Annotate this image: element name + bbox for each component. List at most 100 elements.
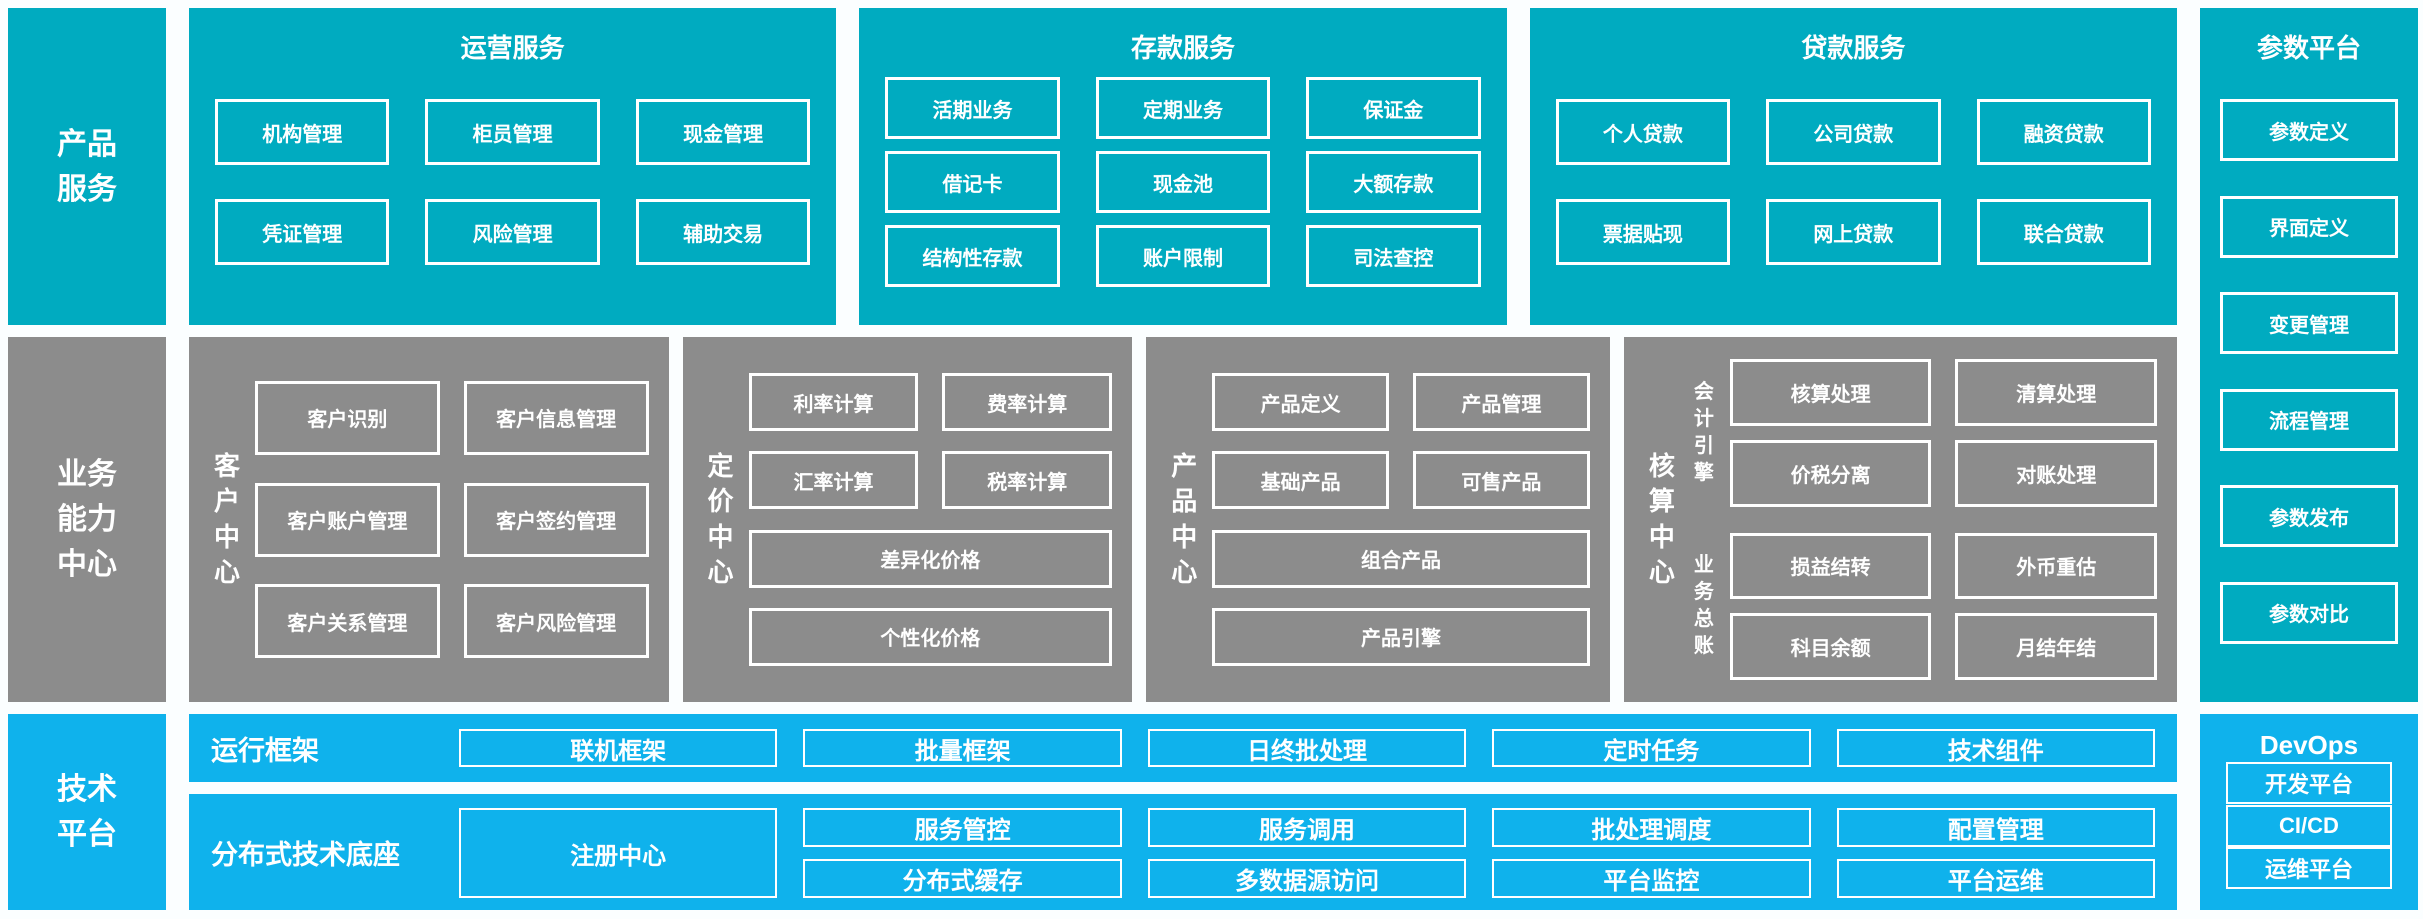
block-vertical-label: 核算中心 [1644,353,1680,686]
diagram-box: 活期业务 [885,77,1060,139]
box-row: 客户识别 客户信息管理 [255,380,649,455]
box-row: 凭证管理 风险管理 辅助交易 [215,199,811,265]
diagram-box: 大额存款 [1306,151,1481,213]
diagram-box: 网上贷款 [1766,199,1941,265]
group-label-text: 会计引擎 [1693,380,1714,484]
diagram-box: 参数发布 [2220,485,2398,548]
box-row: 机构管理 柜员管理 现金管理 [215,99,811,165]
box-row: 基础产品 可售产品 [1212,451,1590,510]
block-vertical-label: 产品中心 [1166,353,1202,686]
block-label-text: 定价中心 [707,451,734,587]
box-row: 利率计算 费率计算 [748,373,1113,432]
block-label-text: 核算中心 [1648,451,1675,587]
diagram-box: 机构管理 [215,99,390,165]
block-vertical-label: 客户中心 [209,353,245,686]
block-rows: 客户识别 客户信息管理 客户账户管理 客户签约管理 客户关系管理 客户风险管理 [255,353,649,686]
diagram-box: 月结年结 [1955,613,2157,680]
diagram-box: 批量框架 [803,729,1122,767]
block-vertical-label: 定价中心 [703,353,739,686]
row-label-business-capability: 业务能力中心 [8,337,166,702]
diagram-box: 科目余额 [1729,613,1932,680]
group-label-text: 业务总账 [1693,554,1714,658]
diagram-box: 借记卡 [885,151,1060,213]
group-business-ledger: 业务总账 损益结转 外币重估 科目余额 月结年结 [1690,532,2157,681]
diagram-box: 客户签约管理 [463,482,649,557]
box-row: 客户关系管理 客户风险管理 [255,584,649,659]
diagram-box: 融资贷款 [1976,99,2151,165]
diagram-box: 定期业务 [1095,77,1271,139]
diagram-box: 服务调用 [1147,808,1467,847]
diagram-box: 客户账户管理 [255,482,440,557]
diagram-box: 产品定义 [1212,373,1390,432]
diagram-box: 汇率计算 [748,451,919,510]
diagram-box: 客户识别 [255,380,440,455]
diagram-box: 司法查控 [1306,225,1481,287]
group-grid: 损益结转 外币重估 科目余额 月结年结 [1729,532,2157,680]
diagram-box: 票据贴现 [1555,199,1731,265]
bar-distributed-base: 分布式技术底座 注册中心 服务管控 服务调用 批处理调度 配置管理 分布式缓存 … [189,794,2177,910]
diagram-box: 联合贷款 [1976,199,2151,265]
diagram-box: 核算处理 [1729,359,1932,426]
diagram-box: 产品管理 [1413,373,1590,432]
diagram-box: 税率计算 [942,451,1113,510]
diagram-box: 流程管理 [2220,388,2398,451]
section-rows: 活期业务 定期业务 保证金 借记卡 现金池 大额存款 结构性存款 账户限制 司法… [885,65,1481,299]
row-label-product-services: 产品服务 [8,8,166,325]
box-row: 产品引擎 [1212,607,1590,666]
diagram-box: 变更管理 [2220,292,2398,355]
box-row: 个人贷款 公司贷款 融资贷款 [1555,99,2151,165]
diagram-box: 参数对比 [2220,581,2398,644]
row-label-tech-platform: 技术平台 [8,714,166,910]
section-title: 参数平台 [2256,33,2361,63]
diagram-box: 基础产品 [1212,451,1390,510]
business-capability-row: 客户中心 客户识别 客户信息管理 客户账户管理 客户签约管理 客户关系管理 客户… [189,337,2177,702]
section-loan-services: 贷款服务 个人贷款 公司贷款 融资贷款 票据贴现 网上贷款 联合贷款 [1529,8,2177,325]
diagram-box: 分布式缓存 [803,859,1122,898]
block-pricing-center: 定价中心 利率计算 费率计算 汇率计算 税率计算 差异化价格 个性化价格 [682,337,1133,702]
block-rows: 利率计算 费率计算 汇率计算 税率计算 差异化价格 个性化价格 [748,353,1113,686]
diagram-box: 外币重估 [1955,532,2157,600]
box-row: 客户账户管理 客户签约管理 [255,482,649,557]
diagram-box: 价税分离 [1729,439,1932,507]
diagram-box: 辅助交易 [635,199,811,265]
bar-items: 联机框架 批量框架 日终批处理 定时任务 技术组件 [459,729,2155,767]
section-operations-services: 运营服务 机构管理 柜员管理 现金管理 凭证管理 风险管理 辅助交易 [189,8,837,325]
diagram-box: 平台运维 [1836,859,2155,898]
diagram-box: CI/CD [2226,804,2392,847]
diagram-box: 个人贷款 [1555,99,1731,165]
diagram-box: 技术组件 [1836,729,2155,767]
devops-items: 开发平台 CI/CD 运维平台 [2226,761,2392,890]
section-devops: DevOps 开发平台 CI/CD 运维平台 [2200,714,2418,910]
section-rows: 个人贷款 公司贷款 融资贷款 票据贴现 网上贷款 联合贷款 [1555,65,2151,299]
section-title: 贷款服务 [1801,33,1906,63]
diagram-box: 清算处理 [1955,359,2157,426]
block-label-text: 客户中心 [214,451,241,587]
parameter-items: 参数定义 界面定义 变更管理 流程管理 参数发布 参数对比 [2220,65,2398,678]
block-rows: 产品定义 产品管理 基础产品 可售产品 组合产品 产品引擎 [1212,353,1590,686]
box-row: 活期业务 定期业务 保证金 [885,77,1481,139]
diagram-box: 客户风险管理 [463,584,649,659]
diagram-box: 界面定义 [2220,195,2398,258]
diagram-box: 结构性存款 [885,225,1060,287]
diagram-box: 现金池 [1095,151,1271,213]
diagram-box: 保证金 [1306,77,1481,139]
diagram-box: 个性化价格 [748,607,1113,666]
block-customer-center: 客户中心 客户识别 客户信息管理 客户账户管理 客户签约管理 客户关系管理 客户… [189,337,669,702]
diagram-box: 参数定义 [2220,99,2398,162]
diagram-box: 联机框架 [459,729,778,767]
row-label-text: 业务能力中心 [57,458,117,581]
diagram-box: 客户信息管理 [463,380,649,455]
section-parameter-platform: 参数平台 参数定义 界面定义 变更管理 流程管理 参数发布 参数对比 [2200,8,2418,702]
diagram-box: 产品引擎 [1212,607,1590,666]
bar-label: 运行框架 [211,735,319,766]
diagram-box: 可售产品 [1413,451,1590,510]
section-title: DevOps [2259,730,2359,760]
diagram-box: 账户限制 [1095,225,1271,287]
group-vertical-label: 会计引擎 [1690,359,1718,507]
diagram-box: 费率计算 [942,373,1113,432]
section-title: 运营服务 [460,33,565,63]
diagram-box: 多数据源访问 [1147,859,1467,898]
product-services-row: 运营服务 机构管理 柜员管理 现金管理 凭证管理 风险管理 辅助交易 存款服务 … [189,8,2177,325]
group-vertical-label: 业务总账 [1690,533,1718,681]
bar-items: 注册中心 服务管控 服务调用 批处理调度 配置管理 分布式缓存 多数据源访问 平… [459,808,2155,898]
